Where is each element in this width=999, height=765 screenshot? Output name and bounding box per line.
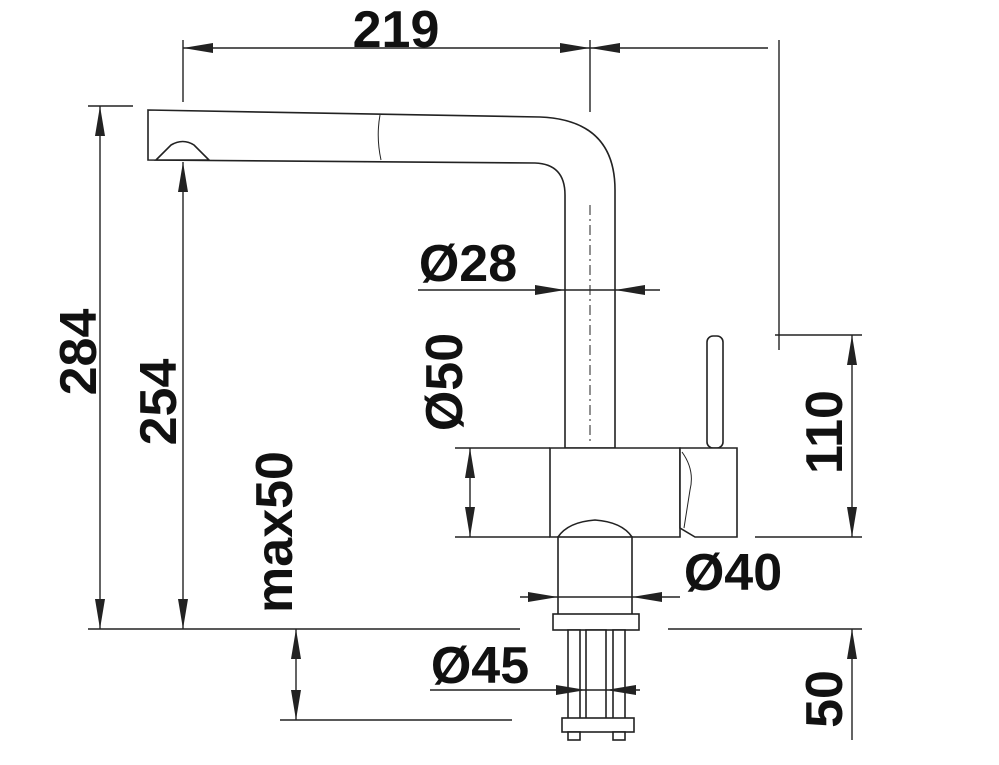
dim-spout-reach: 219 xyxy=(353,1,440,59)
dim-shank-diameter: Ø40 xyxy=(684,544,782,602)
threaded-rod-right xyxy=(612,629,626,723)
lever-handle xyxy=(706,335,724,449)
hose-end-right xyxy=(612,731,626,741)
fixing-plate xyxy=(561,717,635,733)
lever-detail xyxy=(681,451,692,529)
hose-end-left xyxy=(567,731,581,741)
extension-lines xyxy=(88,40,862,721)
threaded-rod-left xyxy=(567,629,581,723)
faucet-body xyxy=(549,447,681,538)
dim-max-counter-thickness: max50 xyxy=(246,451,304,613)
dim-shank-length: 50 xyxy=(796,670,854,728)
shank xyxy=(557,536,633,618)
spout-joint xyxy=(377,114,382,161)
faucet-outline xyxy=(147,109,738,741)
dimension-lines xyxy=(95,43,857,740)
dim-spout-diameter: Ø28 xyxy=(419,235,517,293)
lever-base xyxy=(679,447,738,538)
dimension-labels: 219 284 254 max50 Ø28 Ø50 110 Ø40 Ø45 50 xyxy=(50,1,854,728)
spout xyxy=(147,109,616,449)
dim-outlet-height: 254 xyxy=(130,359,188,446)
hose-center xyxy=(585,629,607,723)
mounting-washer xyxy=(552,613,640,631)
aerator-icon xyxy=(154,140,211,161)
dim-lever-height: 110 xyxy=(796,390,854,474)
dim-total-height: 284 xyxy=(50,309,108,396)
dim-body-diameter: Ø50 xyxy=(416,333,474,431)
dim-thread-diameter: Ø45 xyxy=(431,637,529,695)
